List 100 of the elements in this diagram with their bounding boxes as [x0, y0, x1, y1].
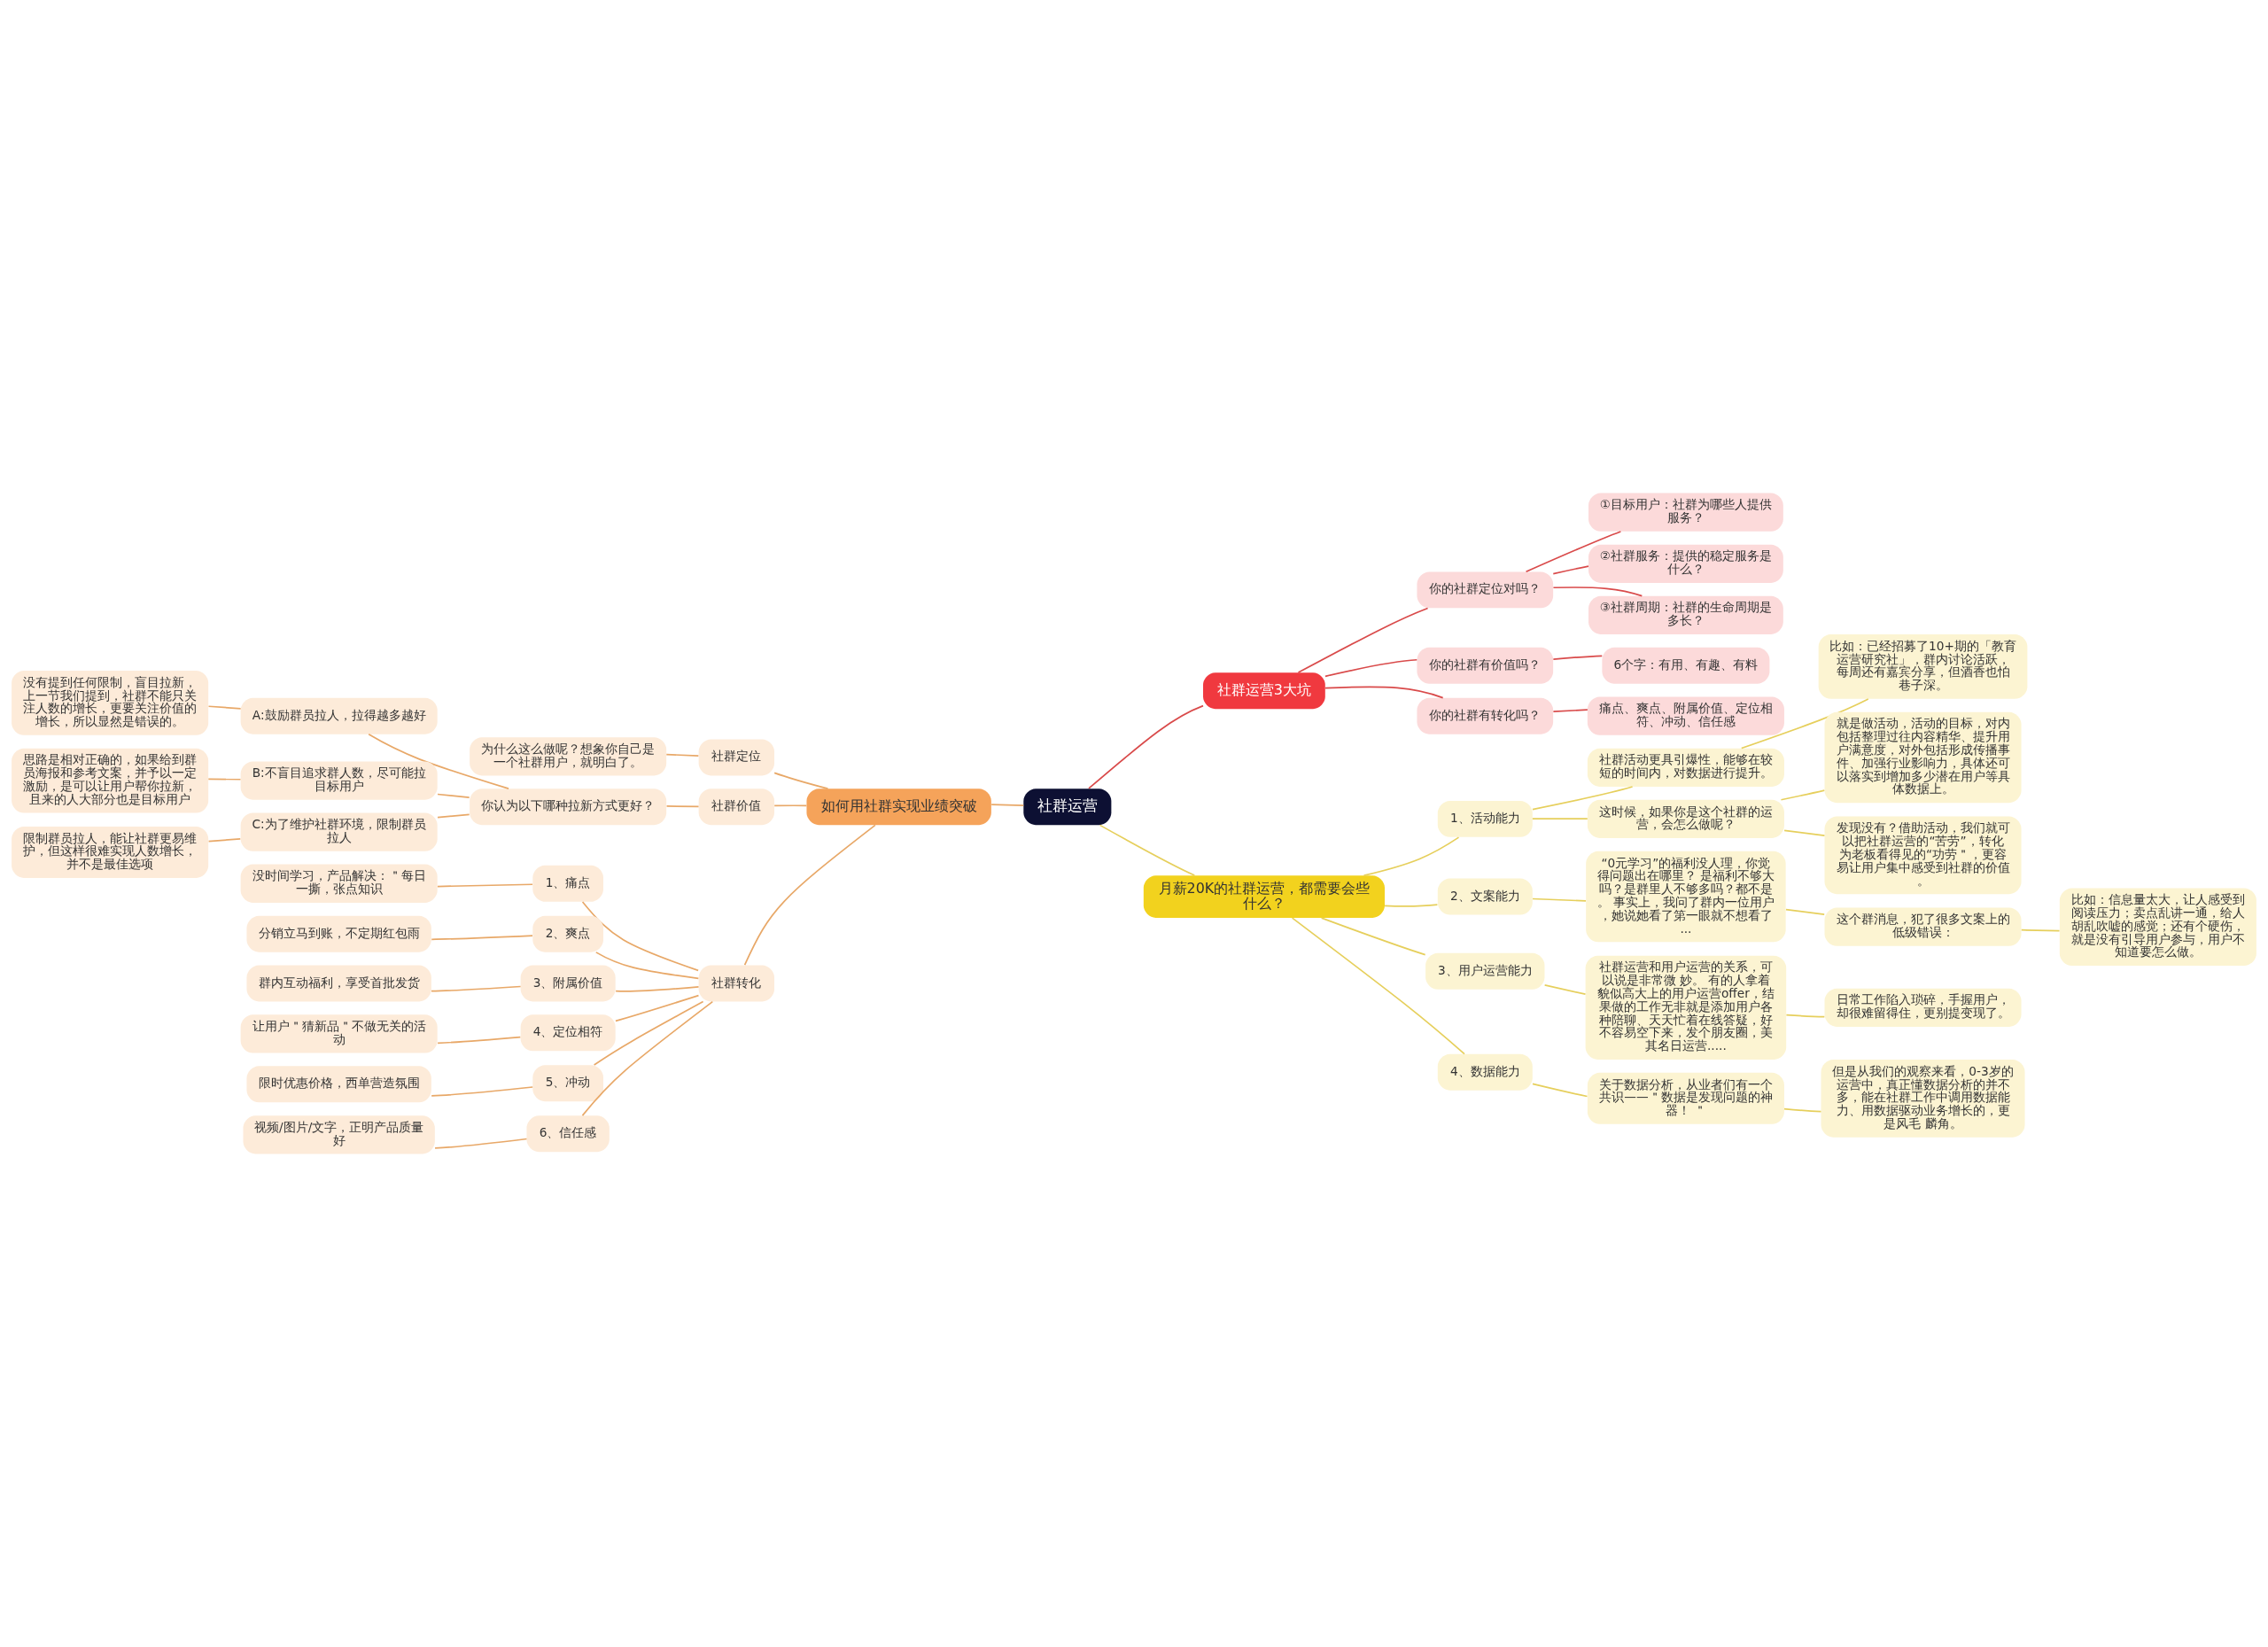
connector: [437, 883, 533, 888]
connector: [1297, 607, 1429, 673]
node-box: 社群运营3大坑: [1203, 672, 1325, 710]
connector: [594, 952, 700, 980]
connector: [1363, 836, 1460, 876]
node-box: 6个字：有用、有趣、有料: [1602, 647, 1770, 684]
node-box: 但是从我们的观察来看，0-3岁的运营中，真正懂数据分析的并不多，能在社群工作中调用数据能力、用数据驱动业务增长的，更是风毛 麟角。: [1821, 1059, 2025, 1138]
connector: [1532, 1083, 1588, 1098]
node-box: 比如：信息量太大，让人感受到阅读压力；卖点乱讲一通，给人胡乱吹嘘的感觉；还有个硬伤，就是没有引导用户参与，用户不知道要怎么做。: [2059, 888, 2256, 967]
node-box: ①目标用户：社群为哪些人提供服务？: [1588, 493, 1783, 532]
connector: [2020, 928, 2061, 932]
node-box: 社群定位: [698, 739, 775, 776]
node-box: 社群转化: [698, 965, 775, 1002]
node-box: 这个群消息，犯了很多文案上的低级错误：: [1824, 907, 2022, 946]
connector: [773, 804, 808, 807]
connector: [1785, 908, 1826, 916]
connector: [665, 805, 700, 808]
connector: [1783, 1107, 1822, 1113]
node-box: 让用户＂猜新品＂不做无关的活动: [240, 1014, 438, 1053]
connector: [1324, 686, 1444, 699]
node-box: 你认为以下哪种拉新方式更好？: [470, 789, 667, 826]
connector: [437, 813, 470, 819]
connector: [1532, 897, 1587, 902]
node-box: 没时间学习，产品解决：＂每日一撕，张点知识: [240, 864, 438, 903]
node-box: 限制群员拉人，能让社群更易维护，但这样很难实现人数增长，并不是最佳选项: [12, 826, 209, 878]
connector: [743, 824, 876, 967]
connector: [593, 1000, 704, 1066]
connector: [1324, 658, 1418, 678]
node-box: 社群运营和用户运营的关系，可以说是非常微 妙。 有的人拿着貌似高大上的用户运营offer，结果做的工作无非就是添加用户各种陪聊、天天忙着在线答疑，好不容易空下来，发个朋友圈，美其名日运营.....: [1585, 955, 1787, 1060]
connector: [1552, 709, 1588, 713]
connector: [990, 804, 1025, 807]
node-box: 日常工作陷入琐碎，手握用户，却很难留得住，更别提变现了。: [1824, 988, 2022, 1027]
node-box: 视频/图片/文字，正明产品质量好: [243, 1115, 435, 1154]
connector: [437, 793, 470, 798]
node-box: 你的社群有转化吗？: [1417, 697, 1554, 734]
connector: [431, 1086, 534, 1097]
connector: [1552, 655, 1604, 660]
connector: [665, 753, 700, 757]
connector: [773, 772, 829, 790]
connector: [1552, 565, 1589, 575]
node-box: 1、痛点: [532, 865, 603, 902]
node-box: 2、文案能力: [1437, 878, 1533, 915]
node-box: 思路是相对正确的，如果给到群员海报和参考文案，并予以一定激励，是可以让用户帮你拉新，且来的人大部分也是目标用户: [12, 748, 209, 813]
connector: [1543, 984, 1587, 996]
connector: [615, 986, 700, 992]
node-box: 6、信任感: [526, 1115, 610, 1153]
node-box: 1、活动能力: [1437, 800, 1533, 837]
node-box: 就是做活动，活动的目标，对内包括整理过往内容精华、提升用户满意度，对外包括形成传播事件、加强行业影响力，具体还可以落实到增加多少潜在用户等具体数据上。: [1824, 711, 2022, 804]
connector: [1783, 829, 1826, 836]
connector: [1525, 531, 1622, 573]
node-box: 发现没有？借助活动，我们就可以把社群运营的“苦劳”，转化为老板看得见的“功劳＂，更容易让用户集中感受到社群的价值。: [1824, 816, 2022, 895]
node-box: 月薪20K的社群运营，都需要会些什么？: [1143, 875, 1385, 918]
node-box: 社群活动更具引爆性，能够在较短的时间内，对数据进行提升。: [1587, 748, 1784, 787]
node-box: 你的社群定位对吗？: [1417, 571, 1554, 609]
connector: [1320, 917, 1426, 956]
node-box: 2、爽点: [532, 915, 603, 952]
connector: [1384, 904, 1439, 907]
node-box: C:为了维护社群环境，限制群员拉人: [240, 812, 438, 851]
connector: [581, 901, 699, 972]
node-box: 4、数据能力: [1437, 1053, 1533, 1091]
node-box: 5、冲动: [532, 1065, 603, 1102]
connector: [1780, 789, 1826, 801]
connector: [1291, 917, 1465, 1055]
node-box: 这时候，如果你是这个社群的运营，会怎么做呢？: [1587, 799, 1784, 838]
node-box: 3、用户运营能力: [1425, 952, 1545, 990]
connector: [368, 734, 509, 790]
connector: [434, 1138, 528, 1149]
node-box: ③社群周期：社群的生命周期是多长？: [1588, 595, 1783, 634]
node-box: 你的社群有价值吗？: [1417, 647, 1554, 684]
connector: [1532, 818, 1588, 820]
connector: [1088, 704, 1204, 789]
connector: [1785, 1014, 1826, 1018]
node-box: 关于数据分析，从业者们有一个共识——＂数据是发现问题的神器！ ＂: [1587, 1072, 1784, 1124]
node-box: A:鼓励群员拉人，拉得越多越好: [240, 697, 438, 734]
node-box: 限时优惠价格，西单营造氛围: [246, 1066, 431, 1103]
node-box: 3、附属价值: [520, 965, 616, 1002]
connector: [431, 935, 533, 941]
node-box: ②社群服务：提供的稳定服务是什么？: [1588, 544, 1783, 583]
connector: [615, 994, 700, 1022]
node-box: 社群运营: [1023, 789, 1112, 826]
connector: [207, 838, 242, 843]
node-box: 如何用社群实现业绩突破: [806, 789, 991, 826]
node-box: 群内互动福利，享受首批发货: [246, 965, 431, 1002]
connector: [207, 778, 242, 781]
node-box: 4、定位相符: [520, 1014, 616, 1052]
node-box: 为什么这么做呢？想象你自己是一个社群用户，就明白了。: [470, 737, 667, 776]
connector: [1532, 786, 1634, 811]
connector: [581, 1000, 714, 1116]
node-box: 比如：已经招募了10+期的「教育运营研究社」，群内讨论活跃，每周还有嘉宾分享，但酒香也怕巷子深。: [1818, 634, 2028, 699]
node-box: 痛点、爽点、附属价值、定位相符、冲动、信任感: [1587, 696, 1784, 735]
node-box: “0元学习”的福利没人理，你觉得问题出在哪里？ 是福利不够大吗？是群里人不够多吗？都不是。 事实上，我问了群内一位用户，她说她看了第一眼就不想看了...: [1586, 851, 1786, 943]
connector: [431, 985, 522, 992]
connector: [1099, 824, 1196, 876]
node-box: 社群价值: [698, 789, 775, 826]
connector: [1552, 587, 1643, 597]
node-box: 分销立马到账，不定期红包雨: [246, 915, 431, 952]
connector: [207, 705, 242, 710]
node-box: 没有提到任何限制，盲目拉新，上一节我们提到，社群不能只关注人数的增长，更要关注价值的增长，所以显然是错误的。: [12, 671, 209, 735]
node-box: B:不盲目追求群人数，尽可能拉目标用户: [240, 761, 438, 800]
connector: [1740, 698, 1869, 750]
